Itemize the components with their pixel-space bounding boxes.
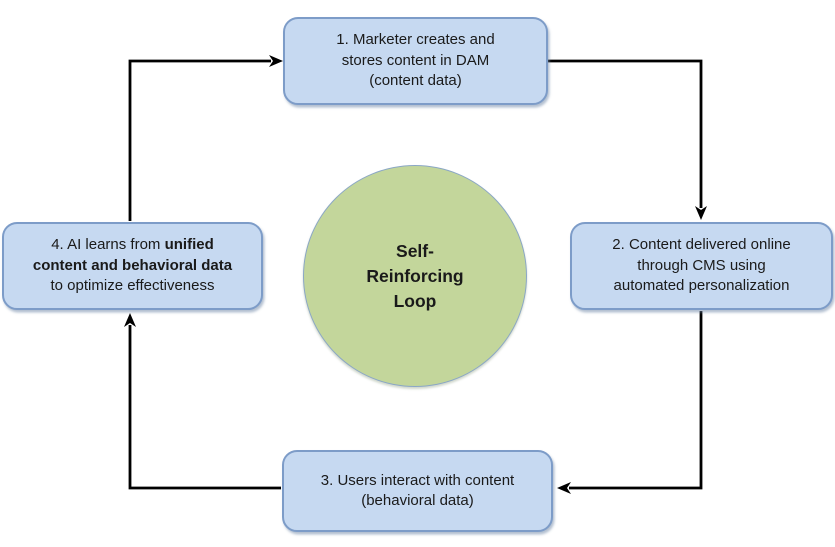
center-circle: Self- Reinforcing Loop <box>303 165 527 387</box>
step-1-box: 1. Marketer creates and stores content i… <box>283 17 548 105</box>
arrow-step4-to-step1 <box>128 55 283 221</box>
step-3-label: 3. Users interact with content (behavior… <box>320 471 515 510</box>
arrow-step2-to-step3 <box>557 311 703 494</box>
step-1-label: 1. Marketer creates and stores content i… <box>336 31 495 90</box>
step-2-label: 2. Content delivered online through CMS … <box>612 236 791 295</box>
center-circle-label: Self- Reinforcing Loop <box>366 240 464 311</box>
step-4-label: 4. AI learns from unified content and be… <box>33 235 232 297</box>
arrow-step1-to-step2 <box>548 59 707 220</box>
step-3-box: 3. Users interact with content (behavior… <box>282 450 553 532</box>
step-4-text-before: 4. AI learns from <box>51 236 165 254</box>
step-4-text-after: to optimize effectiveness <box>50 277 215 295</box>
arrow-step3-to-step4 <box>124 313 281 490</box>
step-4-text-bold: unified content and behavioral data <box>32 236 233 274</box>
step-4-box: 4. AI learns from unified content and be… <box>2 222 263 310</box>
step-2-box: 2. Content delivered online through CMS … <box>570 222 833 310</box>
